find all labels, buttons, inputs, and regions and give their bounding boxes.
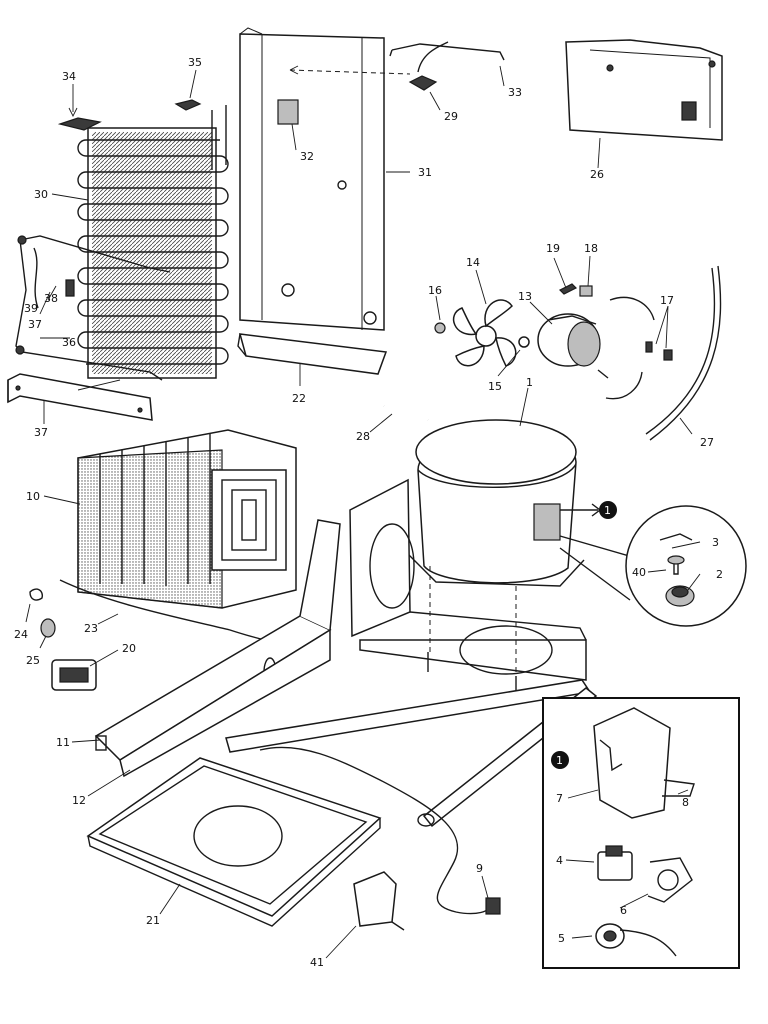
callout-37b: 37 [34,426,48,439]
callout-2: 2 [716,568,723,581]
callout-6: 6 [620,904,627,917]
callout-39: 39 [24,302,38,315]
power-cord [259,746,501,915]
callout-38: 38 [44,292,58,305]
callout-11: 11 [56,736,70,749]
terminal-cover [593,707,695,819]
callout-33: 33 [508,86,522,99]
callout-41: 41 [310,956,324,969]
drain-tube [645,265,722,441]
fan-blade [452,299,517,367]
clip-24 [29,588,44,601]
fan-motor [537,313,609,379]
washer-15 [518,336,530,348]
callout-19: 19 [546,242,560,255]
drip-tray [237,333,388,375]
callout-40: 40 [632,566,646,579]
terminal-detail-circle [559,505,747,627]
capillary-33 [389,43,505,61]
capacitor-41 [353,871,405,931]
thermostat-29 [408,41,449,91]
coil-bracket-34 [57,117,102,131]
callout-18: 18 [584,242,598,255]
clamp-6 [647,857,693,903]
base-rail-12 [119,628,331,778]
compressor-base-frame [349,478,587,696]
evaporator-coil [77,105,229,379]
filter-drier [383,404,429,422]
nut-16 [434,322,446,334]
callout-13: 13 [518,290,532,303]
compressor-inset-marker: 1 [560,501,617,519]
callout-34: 34 [62,70,76,83]
leader-lines [25,65,701,959]
callout-31: 31 [418,166,432,179]
callout-9: 9 [476,862,483,875]
callout-26: 26 [590,168,604,181]
relay-20 [51,659,97,691]
motor-bracket-17 [605,296,673,400]
clip-35 [174,99,202,111]
callout-20: 20 [122,642,136,655]
callout-1: 1 [526,376,533,389]
condenser [77,429,297,609]
callout-14: 14 [466,256,480,269]
inset-marker-label: 1 [556,754,563,767]
callout-23: 23 [84,622,98,635]
callout-labels: 1 2 3 4 5 6 7 8 9 10 11 12 13 14 15 16 1… [14,56,723,969]
overload-5 [595,923,677,957]
callout-22: 22 [292,392,306,405]
callout-8: 8 [682,796,689,809]
callout-32: 32 [300,150,314,163]
callout-15: 15 [488,380,502,393]
electrical-inset-box: 1 [542,697,740,969]
callout-3: 3 [712,536,719,549]
callout-30: 30 [34,188,48,201]
back-panel [239,27,385,331]
callout-10: 10 [26,490,40,503]
callout-5: 5 [558,932,565,945]
callout-12: 12 [72,794,86,807]
clip-19 [558,283,578,295]
heater-frame-36 [15,235,171,381]
compressor-inset-label: 1 [604,504,611,517]
callout-35: 35 [188,56,202,69]
bracket-37 [7,373,153,421]
callout-21: 21 [146,914,160,927]
mounting-hole-leader [289,69,411,75]
callout-27: 27 [700,436,714,449]
callout-28: 28 [356,430,370,443]
screw-18 [579,285,593,297]
relay-4 [597,845,633,881]
callout-29: 29 [444,110,458,123]
drain-pan [86,757,382,927]
control-box [565,39,723,141]
callout-25: 25 [26,654,40,667]
callout-16: 16 [428,284,442,297]
callout-24: 24 [14,628,28,641]
callout-36: 36 [62,336,76,349]
callout-7: 7 [556,792,563,805]
clip-38 [65,279,75,297]
compressor [405,419,585,587]
callout-4: 4 [556,854,563,867]
grommet-25 [40,618,56,638]
callout-37a: 37 [28,318,42,331]
callout-17: 17 [660,294,674,307]
